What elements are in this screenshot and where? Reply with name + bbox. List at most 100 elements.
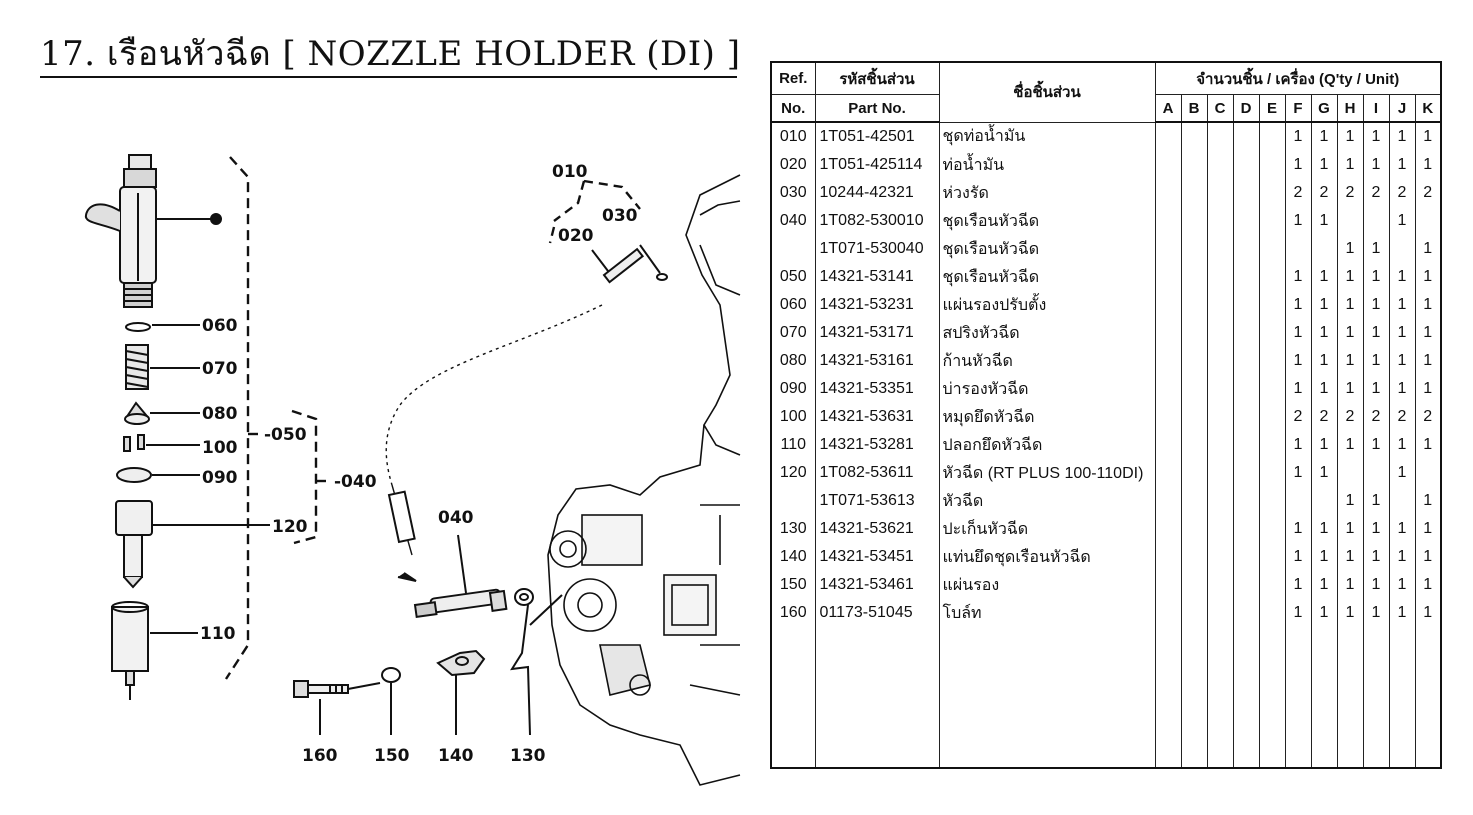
blank-cell (1154, 683, 1182, 711)
qty-cell: 1 (1414, 319, 1442, 347)
blank-cell (1180, 711, 1208, 739)
qty-cell: 1 (1310, 599, 1338, 627)
blank-cell (1310, 627, 1338, 655)
qty-cell (1206, 291, 1234, 319)
qty-cell (1180, 347, 1208, 375)
holder-bracket-part (436, 649, 486, 677)
callout-060: 060 (202, 316, 238, 336)
qty-cell (1180, 263, 1208, 291)
part-name-cell: ปะเก็นหัวฉีด (938, 515, 1156, 543)
qty-cell (1232, 571, 1260, 599)
blank-cell (1414, 711, 1442, 739)
qty-cell (1206, 375, 1234, 403)
qty-cell (1180, 487, 1208, 515)
header-qty: จำนวนชิ้น / เครื่อง (Q'ty / Unit) (1154, 61, 1442, 95)
qty-cell: 1 (1362, 291, 1390, 319)
qty-cell (1362, 207, 1390, 235)
part-number-cell: 1T082-530010 (814, 207, 940, 235)
qty-cell (1232, 235, 1260, 263)
qty-cell (1206, 263, 1234, 291)
blank-cell (814, 627, 940, 655)
qty-cell: 1 (1284, 122, 1312, 151)
blank-row (770, 627, 1442, 655)
qty-cell (1232, 599, 1260, 627)
header-unit-e: E (1258, 94, 1286, 123)
qty-cell: 1 (1336, 599, 1364, 627)
header-ref-no: No. (770, 94, 816, 123)
qty-cell: 1 (1310, 515, 1338, 543)
qty-cell: 1 (1388, 207, 1416, 235)
qty-cell (1154, 347, 1182, 375)
blank-cell (1362, 627, 1390, 655)
leak-off-hose-part (387, 490, 416, 544)
qty-cell: 1 (1310, 122, 1338, 151)
engine-block-outline (547, 174, 741, 786)
qty-cell (1206, 431, 1234, 459)
bolt-part (293, 680, 349, 698)
qty-cell (1388, 487, 1416, 515)
qty-cell (1232, 431, 1260, 459)
qty-cell (1258, 235, 1286, 263)
blank-cell (1232, 627, 1260, 655)
blank-cell (1362, 655, 1390, 683)
header-unit-a: A (1154, 94, 1182, 123)
part-name-cell: แผ่นรองปรับตั้ง (938, 291, 1156, 319)
qty-cell: 2 (1284, 403, 1312, 431)
qty-cell: 1 (1362, 515, 1390, 543)
header-unit-j: J (1388, 94, 1416, 123)
blank-cell (1206, 739, 1234, 768)
qty-cell (1258, 403, 1286, 431)
blank-cell (938, 683, 1156, 711)
qty-cell (1206, 459, 1234, 487)
blank-cell (1284, 683, 1312, 711)
qty-cell (1232, 403, 1260, 431)
qty-cell: 1 (1310, 375, 1338, 403)
qty-cell (1258, 515, 1286, 543)
part-name-cell: ปลอกยึดหัวฉีด (938, 431, 1156, 459)
blank-cell (1336, 711, 1364, 739)
qty-cell: 2 (1388, 403, 1416, 431)
qty-cell: 1 (1414, 263, 1442, 291)
blank-cell (938, 627, 1156, 655)
part-number-cell: 14321-53351 (814, 375, 940, 403)
qty-cell (1154, 571, 1182, 599)
qty-cell: 1 (1414, 122, 1442, 151)
part-name-cell: ท่อน้ำมัน (938, 151, 1156, 179)
blank-cell (1180, 655, 1208, 683)
qty-cell: 1 (1414, 151, 1442, 179)
blank-cell (1258, 739, 1286, 768)
qty-cell (1258, 347, 1286, 375)
part-number-cell: 14321-53281 (814, 431, 940, 459)
qty-cell (1258, 571, 1286, 599)
qty-cell: 1 (1388, 375, 1416, 403)
parts-list-table: Ref. รหัสชิ้นส่วน ชื่อชิ้นส่วน จำนวนชิ้น… (770, 61, 1442, 769)
qty-cell: 1 (1388, 543, 1416, 571)
qty-cell: 2 (1310, 403, 1338, 431)
callout-050: -050 (264, 425, 307, 445)
qty-cell: 2 (1362, 403, 1390, 431)
qty-cell: 1 (1414, 375, 1442, 403)
qty-cell (1154, 319, 1182, 347)
blank-cell (770, 739, 816, 768)
blank-cell (1414, 655, 1442, 683)
blank-cell (1232, 711, 1260, 739)
qty-cell: 1 (1362, 347, 1390, 375)
header-unit-d: D (1232, 94, 1260, 123)
part-name-cell: หมุดยึดหัวฉีด (938, 403, 1156, 431)
qty-cell (1362, 459, 1390, 487)
qty-cell (1206, 599, 1234, 627)
blank-cell (1388, 683, 1416, 711)
qty-cell: 1 (1284, 263, 1312, 291)
part-name-cell: แท่นยึดชุดเรือนหัวฉีด (938, 543, 1156, 571)
part-number-cell: 14321-53171 (814, 319, 940, 347)
qty-cell (1206, 207, 1234, 235)
holder-assembly-part (413, 588, 508, 619)
blank-cell (1258, 655, 1286, 683)
blank-cell (770, 683, 816, 711)
